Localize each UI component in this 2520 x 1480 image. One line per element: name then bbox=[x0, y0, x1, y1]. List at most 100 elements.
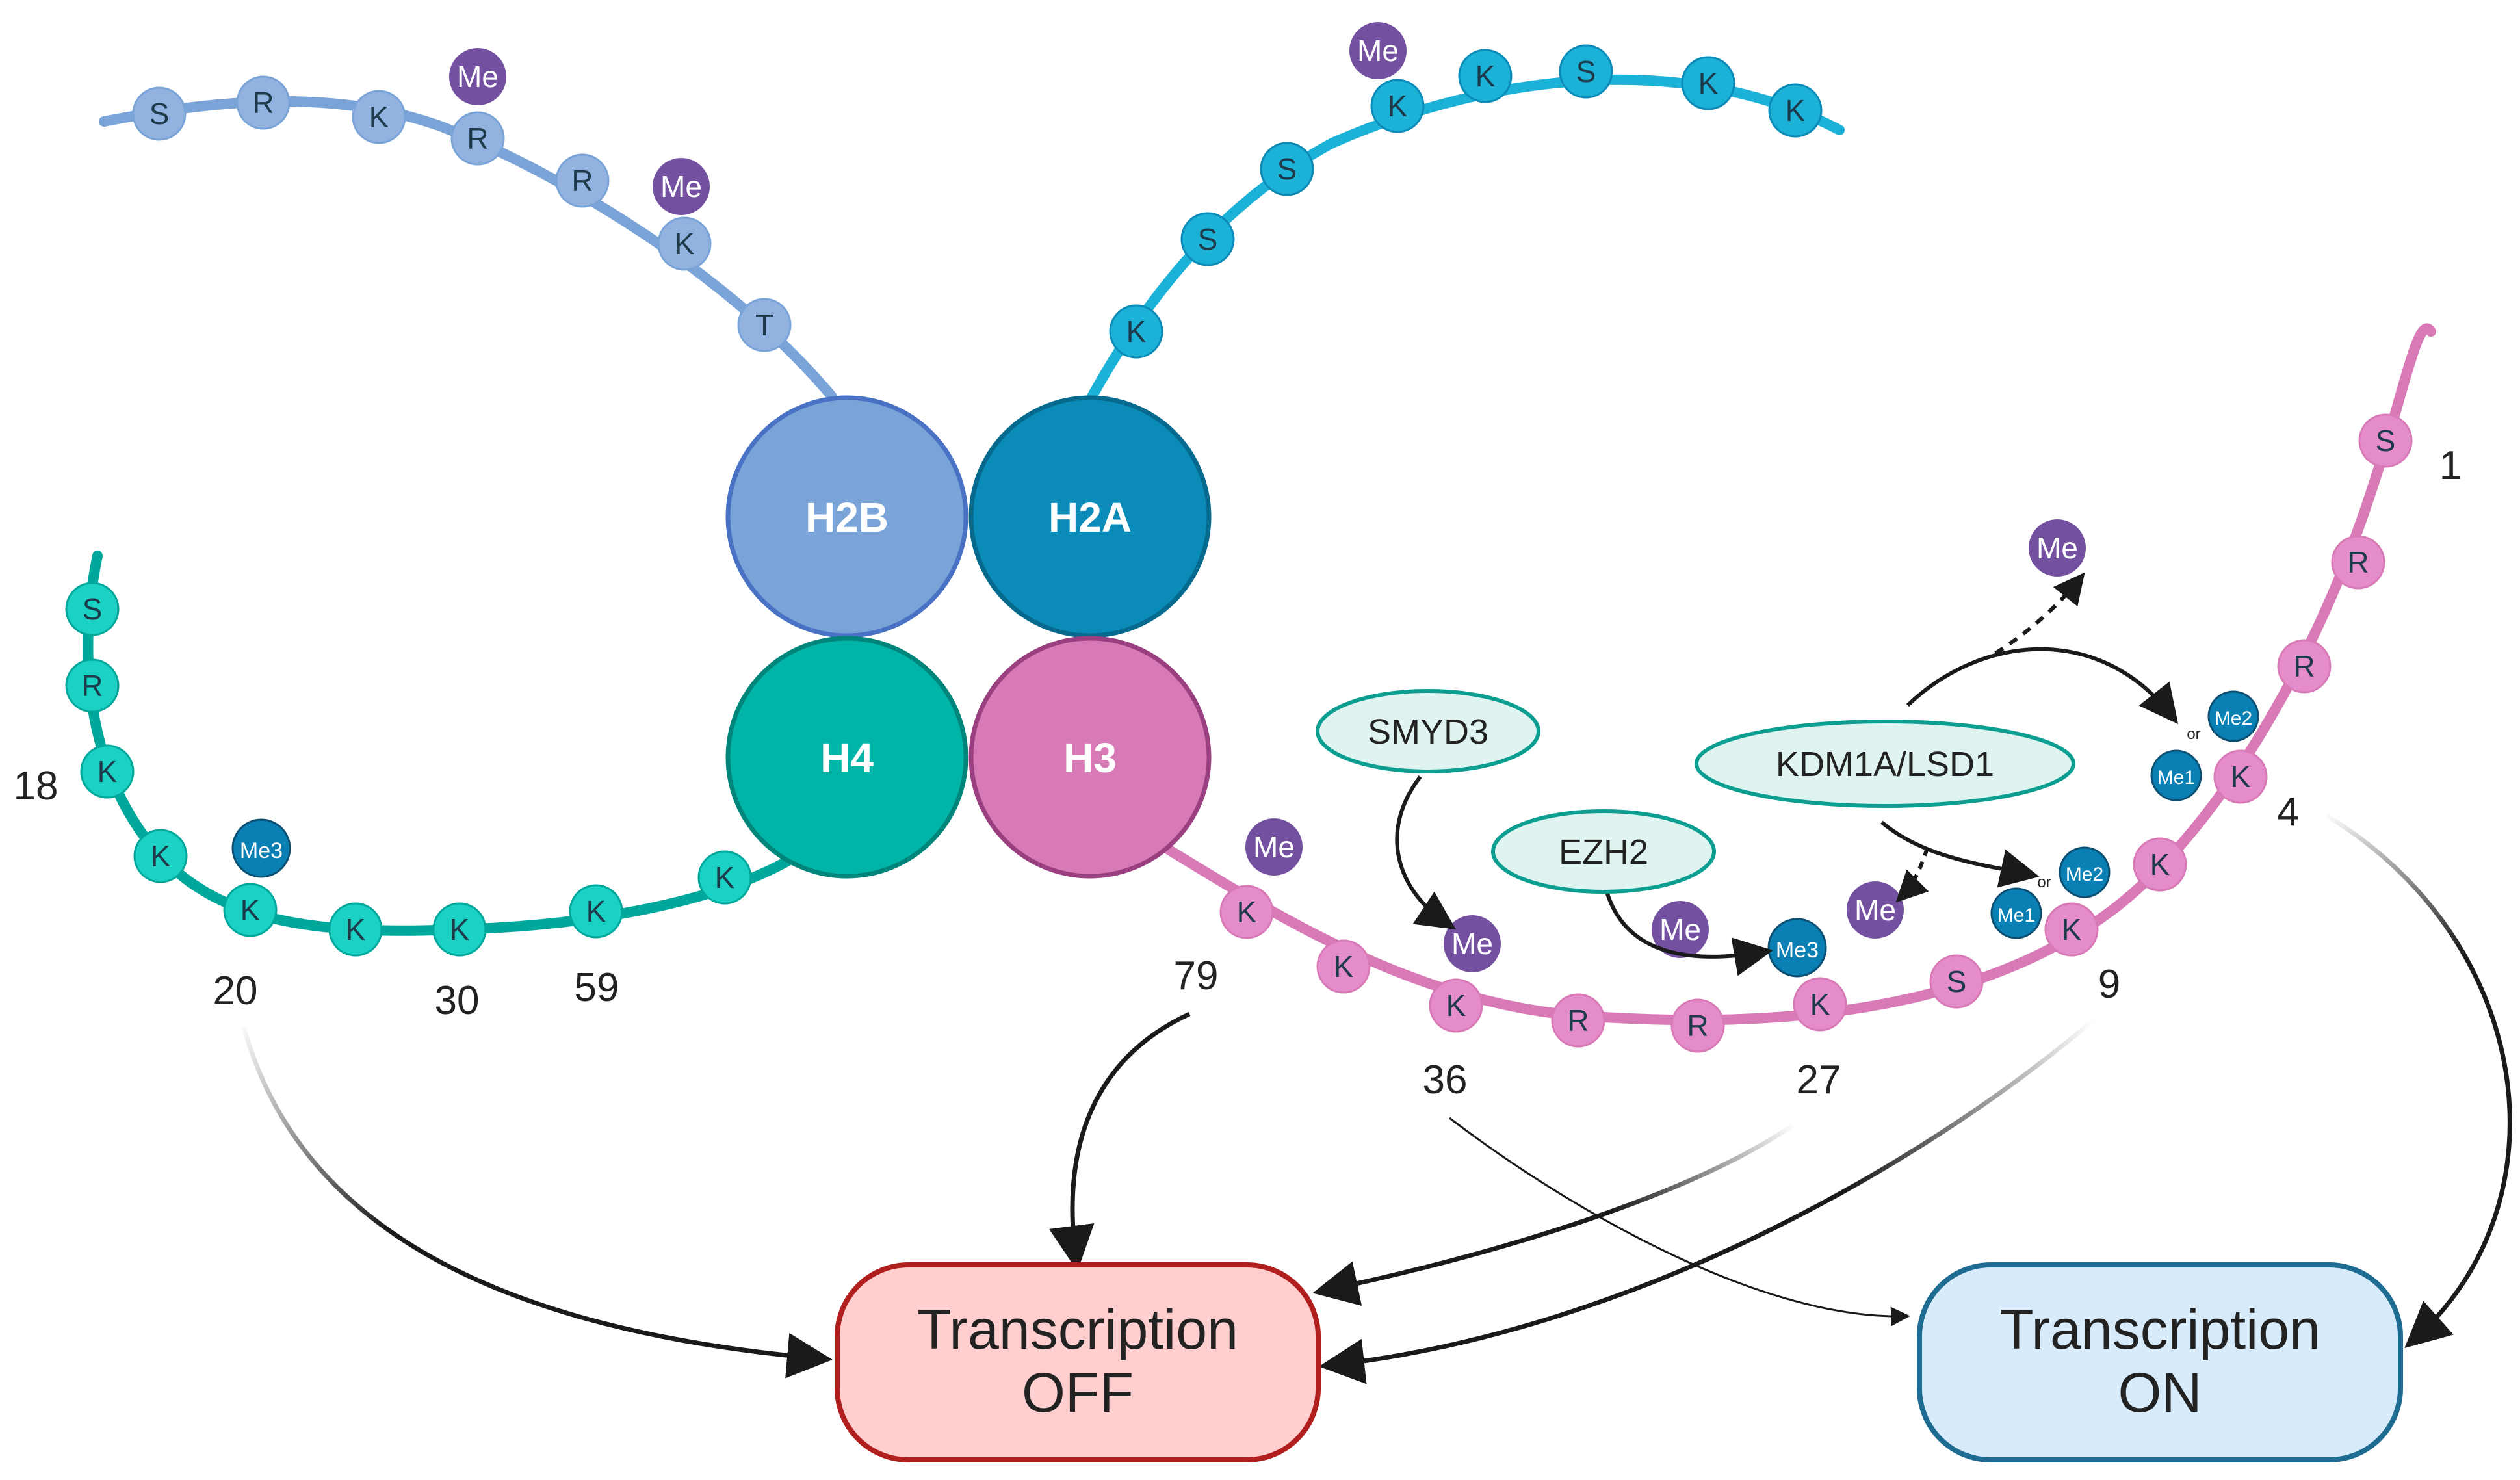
me-label: Me bbox=[1253, 830, 1295, 864]
h4-position-30: 30 bbox=[435, 978, 480, 1023]
h4-tail-residue: K bbox=[328, 902, 383, 957]
h4-tail-line bbox=[83, 551, 798, 936]
h3k9-me1-mark: Me1 bbox=[1990, 887, 2042, 939]
me2-label: Me2 bbox=[2215, 708, 2252, 729]
h3-tail-residue: R bbox=[1670, 998, 1725, 1053]
h3-tail-residue: R bbox=[1551, 993, 1605, 1048]
transcription-off-line1: Transcription bbox=[917, 1299, 1238, 1361]
h2b-tail-residue: S bbox=[132, 86, 187, 141]
h4k20-to-off-arrow bbox=[241, 1026, 833, 1379]
h2a-tail-residue: S bbox=[1260, 142, 1314, 196]
h2a-methyl-mark: Me bbox=[1349, 22, 1407, 79]
h3-position-1: 1 bbox=[2439, 443, 2462, 488]
h3k27-me3-mark: Me3 bbox=[1767, 918, 1827, 978]
residue-letter: K bbox=[1126, 315, 1147, 348]
enzymes: SMYD3 EZH2 KDM1A/LSD1 bbox=[1316, 689, 2075, 894]
h2b-tail-residue: T bbox=[737, 298, 792, 352]
residue-letter: K bbox=[586, 894, 606, 928]
kdm1a-lsd1-label: KDM1A/LSD1 bbox=[1776, 745, 1994, 784]
h4-tail-residue: K bbox=[133, 829, 188, 883]
smyd3-enzyme: SMYD3 bbox=[1316, 689, 1540, 773]
h2b-core: H2B bbox=[725, 395, 968, 638]
h4-me3-mark: Me3 bbox=[231, 818, 291, 878]
residue-letter: S bbox=[1947, 965, 1967, 998]
transcription-off-line2: OFF bbox=[1022, 1362, 1134, 1424]
kdm1a-k4-me-release-arrow bbox=[1994, 572, 2085, 655]
me-label: Me bbox=[660, 170, 702, 203]
residue-position-numbers: 1 4 9 27 36 79 18 20 30 59 bbox=[14, 443, 2462, 1102]
h3-tail-residue: K bbox=[2133, 837, 2187, 892]
transcription-on-box: Transcription ON bbox=[1917, 1262, 2403, 1462]
me1-label: Me1 bbox=[2157, 767, 2195, 788]
h4-tail-residue: K bbox=[432, 902, 487, 957]
h2b-tail-residue: K bbox=[657, 216, 712, 271]
h3k4-me2-mark: Me2 bbox=[2207, 690, 2259, 742]
ezh2-enzyme: EZH2 bbox=[1491, 809, 1716, 894]
residue-letter: K bbox=[2150, 848, 2170, 881]
residue-letter: K bbox=[97, 755, 118, 788]
residue-letter: K bbox=[675, 227, 695, 261]
histone-octamer-core: H2B H2A H4 H3 bbox=[725, 395, 1212, 879]
h3-tail-residue: S bbox=[2358, 413, 2413, 468]
h3k4-removed-me-mark: Me bbox=[2029, 519, 2086, 577]
residue-letter: S bbox=[1198, 222, 1218, 256]
residue-letter: K bbox=[151, 839, 171, 873]
residue-letter: K bbox=[1446, 989, 1466, 1022]
h3k4-or-label: or bbox=[2187, 725, 2200, 743]
h3-position-4: 4 bbox=[2277, 790, 2299, 835]
h2b-tail-residue: R bbox=[450, 111, 505, 166]
residue-letter: R bbox=[81, 669, 103, 703]
h3k9-me2-mark: Me2 bbox=[2059, 846, 2111, 898]
residue-letter: K bbox=[240, 893, 261, 927]
residue-letter: S bbox=[2376, 424, 2396, 458]
h3k79-methyl-mark: Me bbox=[1245, 818, 1303, 876]
h2a-tail-residue: K bbox=[1370, 79, 1425, 133]
residue-letter: S bbox=[83, 592, 103, 626]
h2a-tail-residue: S bbox=[1559, 44, 1613, 99]
me2-label: Me2 bbox=[2066, 864, 2103, 885]
residue-letter: K bbox=[1388, 89, 1408, 123]
h2a-tail-residue: S bbox=[1180, 212, 1235, 266]
me-label: Me bbox=[1451, 927, 1493, 961]
residue-letter: R bbox=[2293, 649, 2315, 683]
residue-letter: R bbox=[571, 164, 593, 198]
h2b-core-label: H2B bbox=[805, 494, 889, 541]
h3-position-9: 9 bbox=[2098, 962, 2120, 1007]
h3k9-removed-me-mark: Me bbox=[1847, 881, 1904, 939]
h4-position-59: 59 bbox=[575, 965, 619, 1010]
me3-label: Me3 bbox=[240, 838, 283, 863]
h2a-core: H2A bbox=[968, 395, 1212, 638]
residue-letter: K bbox=[1786, 94, 1806, 127]
h4-position-18: 18 bbox=[14, 764, 58, 809]
h3-tail-line bbox=[1145, 323, 2436, 1026]
outcome-arrows bbox=[241, 814, 2512, 1384]
enzyme-arrows bbox=[1395, 572, 2179, 976]
residue-letter: R bbox=[467, 122, 488, 155]
residue-letter: K bbox=[346, 913, 366, 946]
residue-letter: K bbox=[1237, 895, 1257, 929]
me-label: Me bbox=[1357, 34, 1399, 68]
h4-tail-residue: K bbox=[697, 850, 752, 905]
residue-letter: K bbox=[1810, 987, 1830, 1021]
residue-letter: K bbox=[450, 913, 470, 946]
methyl-marks: Me Me Me Me3 Me Me Me Me3 bbox=[231, 22, 2259, 978]
h2a-tail-residue: K bbox=[1458, 49, 1513, 103]
h2a-core-label: H2A bbox=[1048, 494, 1132, 541]
h3k36-methyl-mark: Me bbox=[1444, 915, 1501, 972]
h2b-methyl-mark-1: Me bbox=[449, 48, 506, 105]
h4-tail-residue: S bbox=[65, 582, 120, 636]
h3-tail-residue: S bbox=[1929, 954, 1984, 1009]
residue-letter: K bbox=[1334, 950, 1354, 983]
h4-core: H4 bbox=[725, 636, 968, 879]
h3-tail-residue: K bbox=[1429, 978, 1483, 1033]
ezh2-label: EZH2 bbox=[1559, 833, 1648, 872]
h3k9-to-off-arrow bbox=[1319, 1019, 2095, 1384]
h2a-tail-residue: K bbox=[1109, 304, 1163, 359]
h3-core: H3 bbox=[968, 636, 1212, 879]
h3k4-me1-mark: Me1 bbox=[2150, 749, 2202, 801]
h3-position-79: 79 bbox=[1174, 954, 1219, 998]
me-label: Me bbox=[2036, 531, 2078, 565]
h4-position-20: 20 bbox=[213, 968, 258, 1013]
